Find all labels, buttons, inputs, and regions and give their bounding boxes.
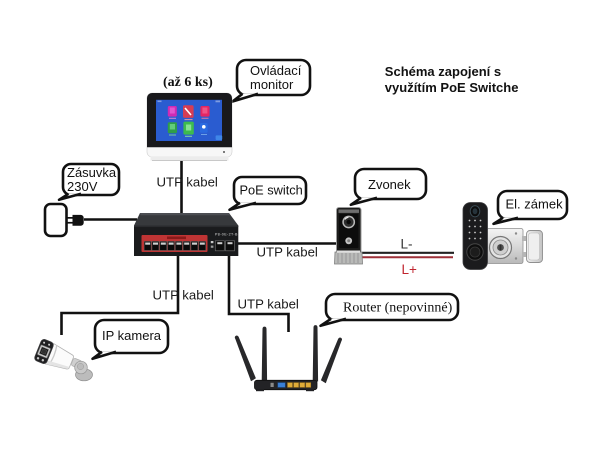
svg-text:L+: L+ xyxy=(402,262,418,277)
svg-text:UTP kabel: UTP kabel xyxy=(153,287,214,302)
svg-text:UTP kabel: UTP kabel xyxy=(238,297,299,312)
svg-text:230V: 230V xyxy=(67,179,98,194)
svg-text:využítím PoE Switche: využítím PoE Switche xyxy=(385,80,519,95)
svg-text:PoE switch: PoE switch xyxy=(240,183,303,198)
svg-text:Schéma zapojení s: Schéma zapojení s xyxy=(385,64,501,79)
svg-text:Router (nepovinné): Router (nepovinné) xyxy=(343,301,453,316)
svg-text:monitor: monitor xyxy=(250,77,294,92)
svg-text:Zásuvka: Zásuvka xyxy=(67,165,117,180)
svg-text:UTP kabel: UTP kabel xyxy=(257,244,318,259)
svg-text:Zvonek: Zvonek xyxy=(368,177,411,192)
svg-text:UTP kabel: UTP kabel xyxy=(157,174,218,189)
svg-text:El. zámek: El. zámek xyxy=(506,197,564,212)
svg-text:IP kamera: IP kamera xyxy=(102,328,162,343)
svg-text:Ovládací: Ovládací xyxy=(250,63,302,78)
svg-text:L-: L- xyxy=(401,237,413,252)
svg-text:(až 6 ks): (až 6 ks) xyxy=(163,75,213,90)
svg-text:P8-0E-2T-B: P8-0E-2T-B xyxy=(215,232,238,236)
